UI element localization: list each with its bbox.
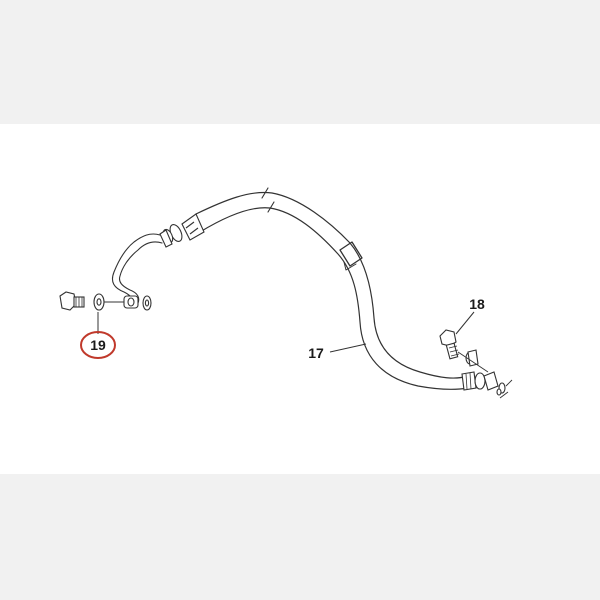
leader-17 xyxy=(329,343,367,353)
banjo-fitting-left xyxy=(123,295,152,311)
leader-18 xyxy=(455,311,475,335)
metal-pipe xyxy=(111,233,163,305)
callout-label-18: 18 xyxy=(469,296,485,312)
centerline-right xyxy=(457,351,489,373)
washer-part-19 xyxy=(93,293,105,311)
hose-end-fitting-left xyxy=(159,213,205,248)
hose-end-fitting-right xyxy=(461,371,513,399)
hose-assembly xyxy=(195,187,469,390)
highlight-circle-19 xyxy=(80,331,116,359)
callout-label-19: 19 xyxy=(90,337,106,353)
bolt-part-18 xyxy=(439,329,479,367)
callout-label-17: 17 xyxy=(308,345,324,361)
banjo-bolt-left xyxy=(59,291,85,311)
